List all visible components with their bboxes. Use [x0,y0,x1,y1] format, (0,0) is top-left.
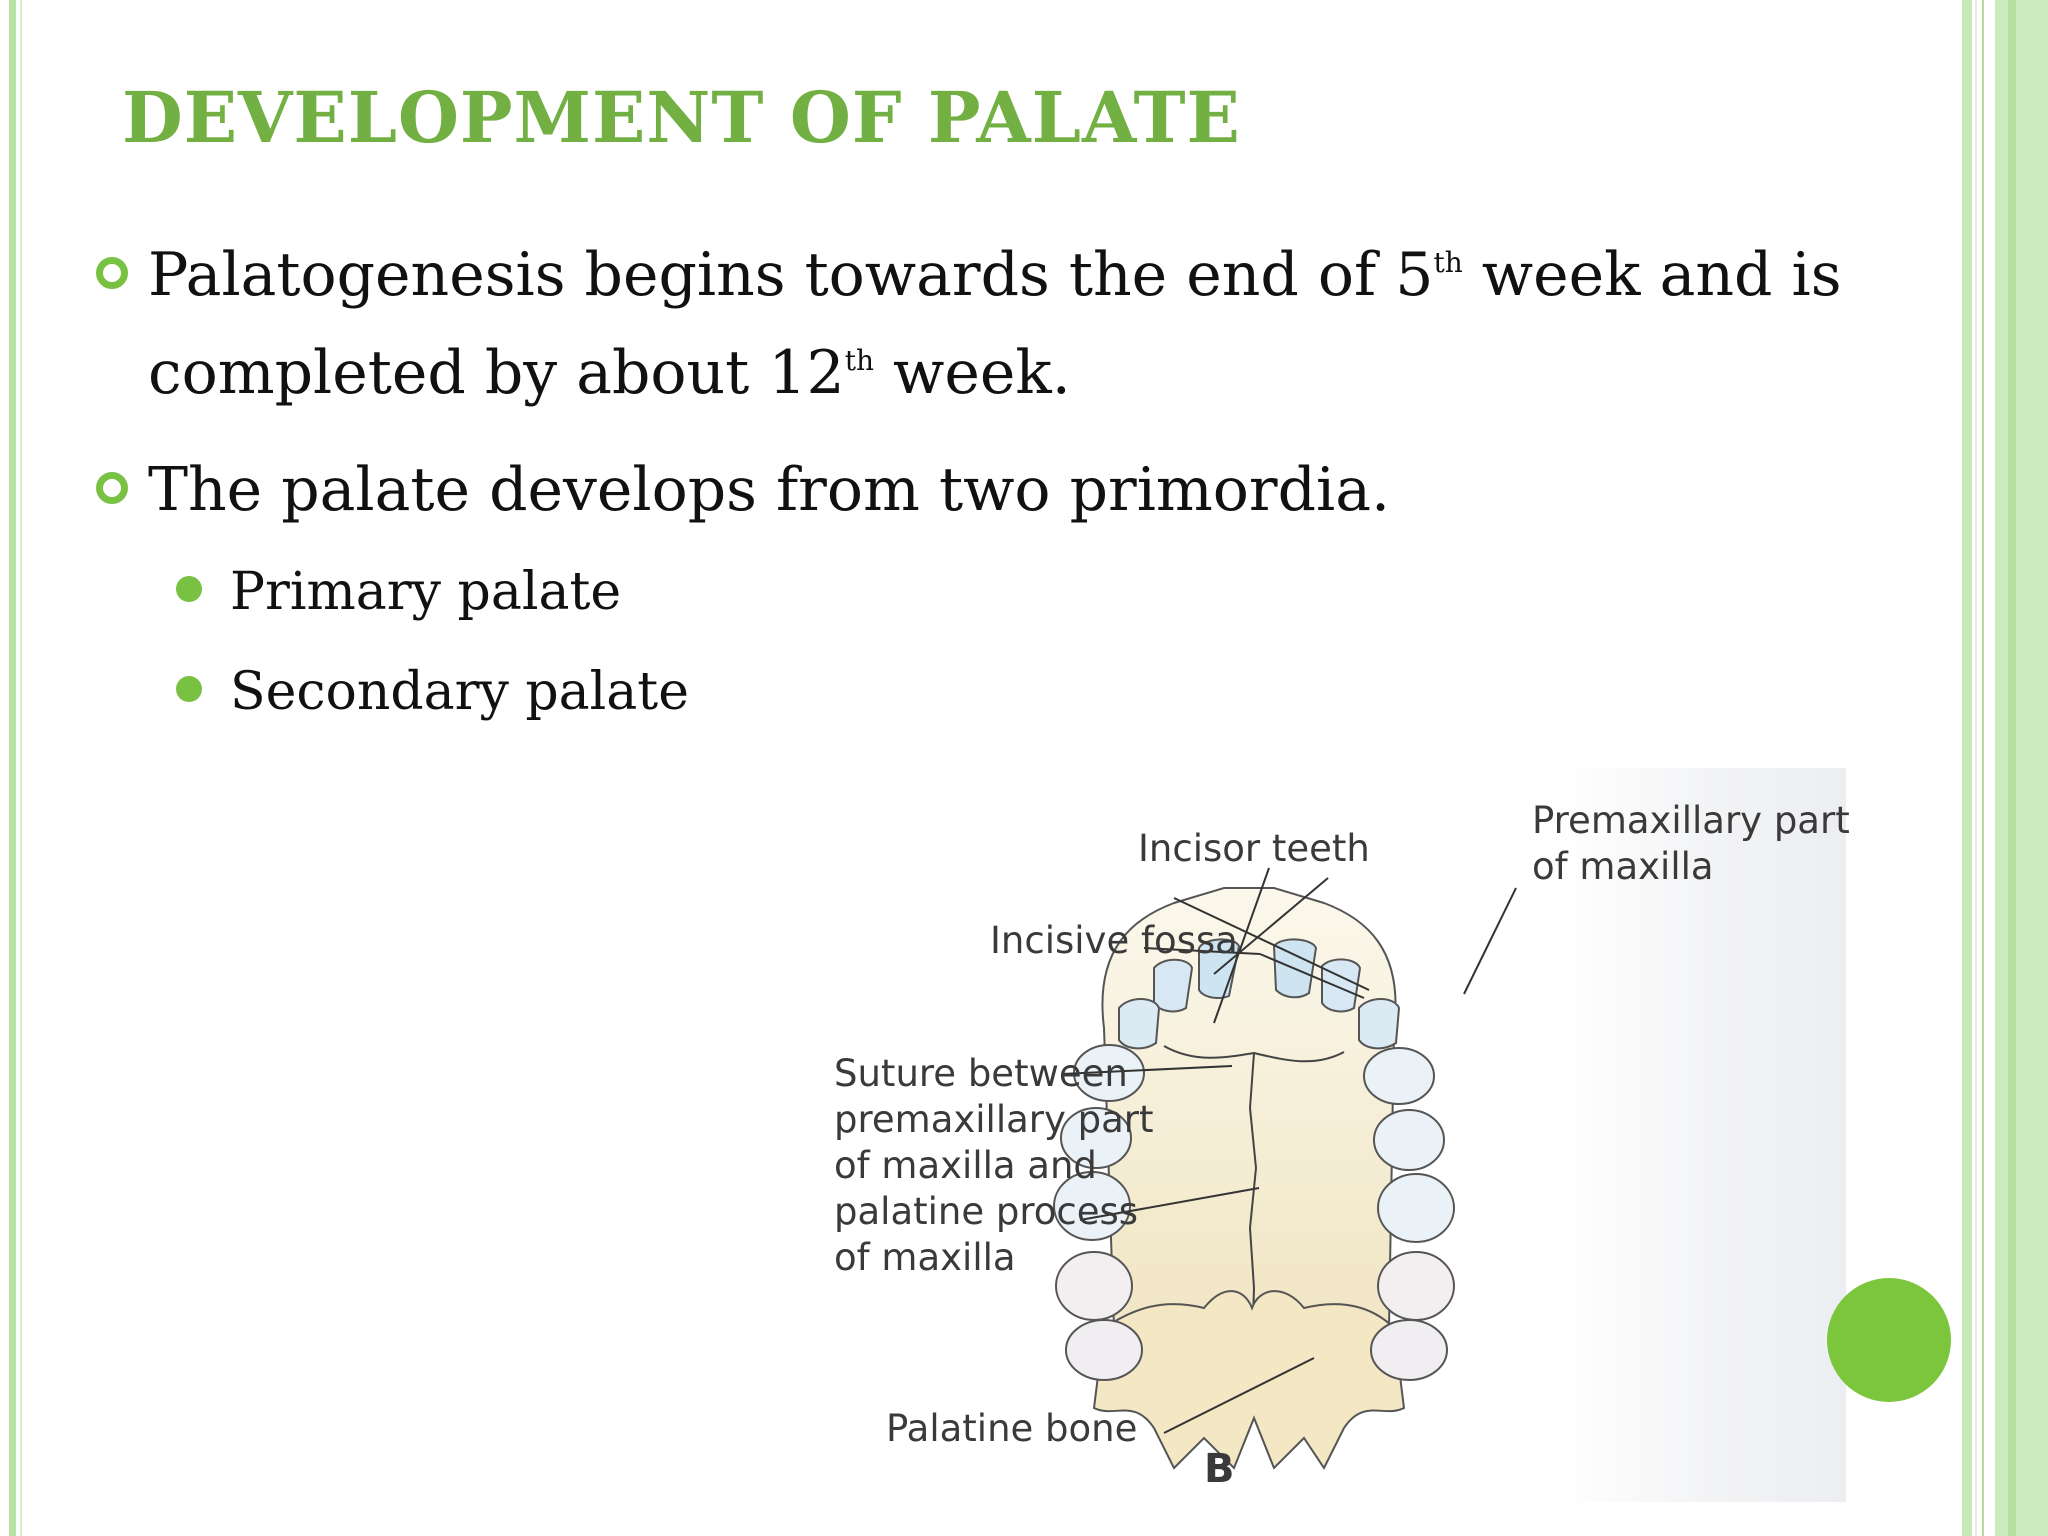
left-border-stripe-thin [20,0,22,1536]
leader-lines [1061,867,1517,1434]
right-border-stripe [1962,0,1972,1536]
label-premaxillary-part: Premaxillary part [1532,799,1850,842]
bullet-dot-icon [176,576,202,602]
teeth-left [1053,938,1241,1381]
ordinal-suffix: th [1433,246,1463,279]
sub-bullet-text: Secondary palate [230,662,689,722]
right-border-band [1995,0,2048,1536]
bullet-text: The palate develops from two primordia. [148,455,1391,525]
label-suture: premaxillary part [834,1098,1154,1141]
bullet-dot-icon [176,676,202,702]
bullet-ring-icon [96,472,128,504]
left-border-stripe [9,0,16,1536]
bullet-ring-icon [96,257,128,289]
palate-drawing [1053,867,1517,1470]
label-suture: palatine process [834,1190,1139,1233]
bullet-text-part: Palatogenesis begins towards the end of … [148,240,1434,310]
palatine-bone-shape [1092,1290,1406,1470]
bullet-text-part: week and is [1462,240,1842,310]
label-suture: of maxilla [834,1236,1016,1279]
bullet-text: completed by about 12th week. [148,338,1071,408]
midline-suture [1248,1052,1258,1349]
palate-diagram: Incisor teeth Premaxillary part of maxil… [804,768,1850,1502]
label-premaxillary-part-2: of maxilla [1532,845,1714,888]
right-border-stripe-thin [1975,0,1977,1536]
label-suture: of maxilla and [834,1144,1097,1187]
decorative-circle [1827,1278,1951,1402]
right-border-stripe-thin [1982,0,1984,1536]
panel-letter: B [1204,1446,1235,1492]
sub-bullet-text: Primary palate [230,562,622,622]
label-palatine-bone: Palatine bone [886,1407,1138,1450]
right-border-stripe [2008,0,2016,1536]
label-suture: Suture between [834,1052,1128,1095]
bullet-text-part: week. [873,338,1071,408]
ordinal-suffix: th [844,344,874,377]
premaxillary-suture [1163,1045,1345,1063]
label-incisor-teeth: Incisor teeth [1138,827,1370,870]
bullet-text: Palatogenesis begins towards the end of … [148,240,1841,310]
slide-title: DEVELOPMENT OF PALATE [122,76,1241,159]
bullet-text-part: completed by about 12 [148,338,845,408]
label-incisive-fossa: Incisive fossa [990,919,1238,962]
